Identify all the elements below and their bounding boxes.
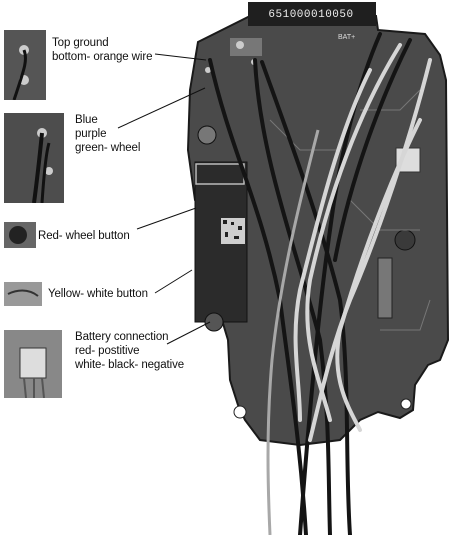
button-pad xyxy=(197,125,217,145)
solder-point xyxy=(205,67,211,73)
solder-point xyxy=(236,41,244,49)
thumbnail-wheel-wires xyxy=(4,113,64,203)
pcb-traces xyxy=(269,89,431,331)
mounting-hole xyxy=(400,398,412,410)
qr-pattern xyxy=(223,220,242,239)
callout-wheel-button: Red- wheel button xyxy=(38,230,130,242)
mounting-hole xyxy=(233,405,247,419)
thumbnail-ground-orange xyxy=(4,30,46,100)
thumbnail-battery-connection xyxy=(4,330,62,398)
light-wires xyxy=(293,43,432,442)
bat-marking: BAT+ xyxy=(338,34,356,41)
serial-number: 651000010050 xyxy=(268,9,354,21)
thumbnail-wheel-button xyxy=(4,222,36,248)
callout-leaders xyxy=(117,53,211,345)
callout-white-button: Yellow- white button xyxy=(48,288,148,300)
orange-wire xyxy=(266,129,320,535)
thumbnail-white-button xyxy=(4,282,42,306)
connector-header xyxy=(377,257,393,319)
solder-pad-block xyxy=(230,38,262,56)
inductor xyxy=(394,229,416,251)
button-pad xyxy=(204,312,224,332)
board-top-tab xyxy=(248,2,376,26)
